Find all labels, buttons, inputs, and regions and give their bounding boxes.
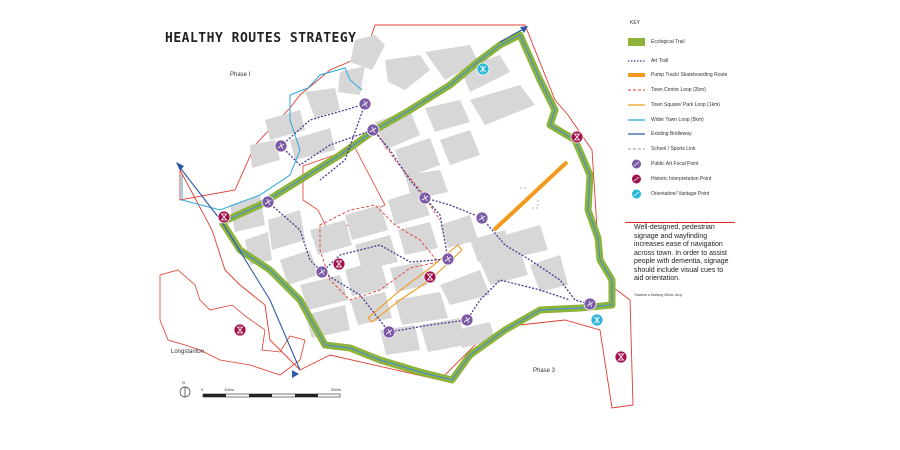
key-swatch-dash	[628, 144, 645, 154]
key-item: School / Sports Link	[628, 143, 695, 155]
scale-label-100: 100m	[224, 387, 235, 392]
orientation-point-icon	[590, 313, 604, 327]
key-item: Historic Interpretation Point	[628, 173, 711, 185]
existing-bridleway	[177, 164, 301, 371]
historic-point-icon	[423, 270, 437, 284]
historic-point-icon	[332, 257, 346, 271]
key-label: Wider Town Loop (5km)	[651, 117, 704, 123]
label-phase-1: Phase I	[230, 72, 251, 78]
key-label: Art Trail	[651, 58, 669, 64]
longstanton-boundary	[159, 269, 306, 376]
wider-town-loop	[181, 67, 363, 211]
orientation-point-icon	[628, 189, 645, 199]
key-label: Existing Bridleway	[651, 131, 692, 137]
key-item: Orientation/ Vantage Point	[628, 188, 709, 200]
bridleway-ne	[499, 27, 526, 43]
town-square-park-loop	[367, 244, 463, 323]
historic-point-icon	[233, 323, 247, 337]
key-label: Town Centre Loop (2km)	[651, 87, 706, 93]
art-point-icon	[261, 195, 275, 209]
art-point-icon	[418, 191, 432, 205]
art-point-icon	[441, 252, 455, 266]
ecological-trail-blue-core	[221, 34, 613, 381]
note-source: Towards a Walking World, Arup	[634, 293, 683, 297]
arrow-sw	[292, 370, 299, 378]
key-item: Art Trail	[628, 55, 668, 67]
art-point-icon	[274, 139, 288, 153]
key-label: School / Sports Link	[651, 146, 696, 152]
north-label: N	[182, 380, 185, 385]
key-swatch-thick	[628, 70, 645, 80]
art-point-icon	[366, 123, 380, 137]
key-swatch-bar	[628, 37, 645, 47]
scale-label-300: 300m	[331, 387, 342, 392]
historic-point-icon	[614, 350, 628, 364]
building-blocks	[230, 35, 568, 355]
key-item: Town Centre Loop (2km)	[628, 84, 706, 96]
school-sports-link	[520, 187, 539, 209]
key-swatch-line	[628, 129, 645, 139]
art-point-icon	[475, 211, 489, 225]
orientation-point-icon	[476, 62, 490, 76]
pump-track	[492, 160, 569, 232]
historic-point-icon	[570, 130, 584, 144]
key-swatch-dots	[628, 56, 645, 66]
key-label: Ecological Trail	[651, 39, 685, 45]
key-heading: KEY	[630, 20, 641, 26]
art-point-icon	[382, 325, 396, 339]
key-label: Historic Interpretation Point	[651, 176, 712, 182]
historic-interpretation-points	[217, 130, 628, 364]
orientation-points	[476, 62, 604, 327]
scale-label-0: 0	[201, 387, 204, 392]
key-item: Ecological Trail	[628, 36, 685, 48]
art-point-icon	[315, 265, 329, 279]
label-phase-3: Phase 3	[533, 368, 556, 374]
key-item: Pump Track/ Skateboarding Route	[628, 69, 727, 81]
key-item: Existing Bridleway	[628, 128, 692, 140]
town-centre-loop-north	[374, 129, 441, 221]
key-item: Public Art Focal Point	[628, 158, 699, 170]
note-divider	[625, 222, 735, 223]
art-point-icon	[628, 159, 645, 169]
key-swatch-line	[628, 115, 645, 125]
key-item: Wider Town Loop (5km)	[628, 114, 704, 126]
art-point-icon	[460, 313, 474, 327]
art-point-icon	[358, 97, 372, 111]
key-label: Pump Track/ Skateboarding Route	[651, 72, 728, 78]
north-arrow	[179, 386, 191, 398]
map-title: HEALTHY ROUTES STRATEGY	[165, 31, 357, 46]
arrow-ne	[520, 26, 528, 33]
key-label: Orientation/ Vantage Point	[651, 191, 710, 197]
public-art-points	[261, 97, 597, 339]
arrow-nw	[176, 162, 184, 171]
historic-point-icon	[217, 210, 231, 224]
art-point-icon	[583, 297, 597, 311]
key-swatch-dash	[628, 85, 645, 95]
key-label: Town Square/ Park Loop (1km)	[651, 102, 720, 108]
town-centre-loop	[319, 204, 439, 301]
historic-point-icon	[628, 174, 645, 184]
label-longstanton: Longstanton	[171, 349, 205, 355]
site-boundary	[179, 24, 634, 409]
key-label: Public Art Focal Point	[651, 161, 699, 167]
scale-bar	[202, 393, 341, 398]
key-item: Town Square/ Park Loop (1km)	[628, 99, 720, 111]
key-swatch-line	[628, 100, 645, 110]
wayfinding-note: Well-designed, pedestrian signage and wa…	[634, 224, 729, 282]
